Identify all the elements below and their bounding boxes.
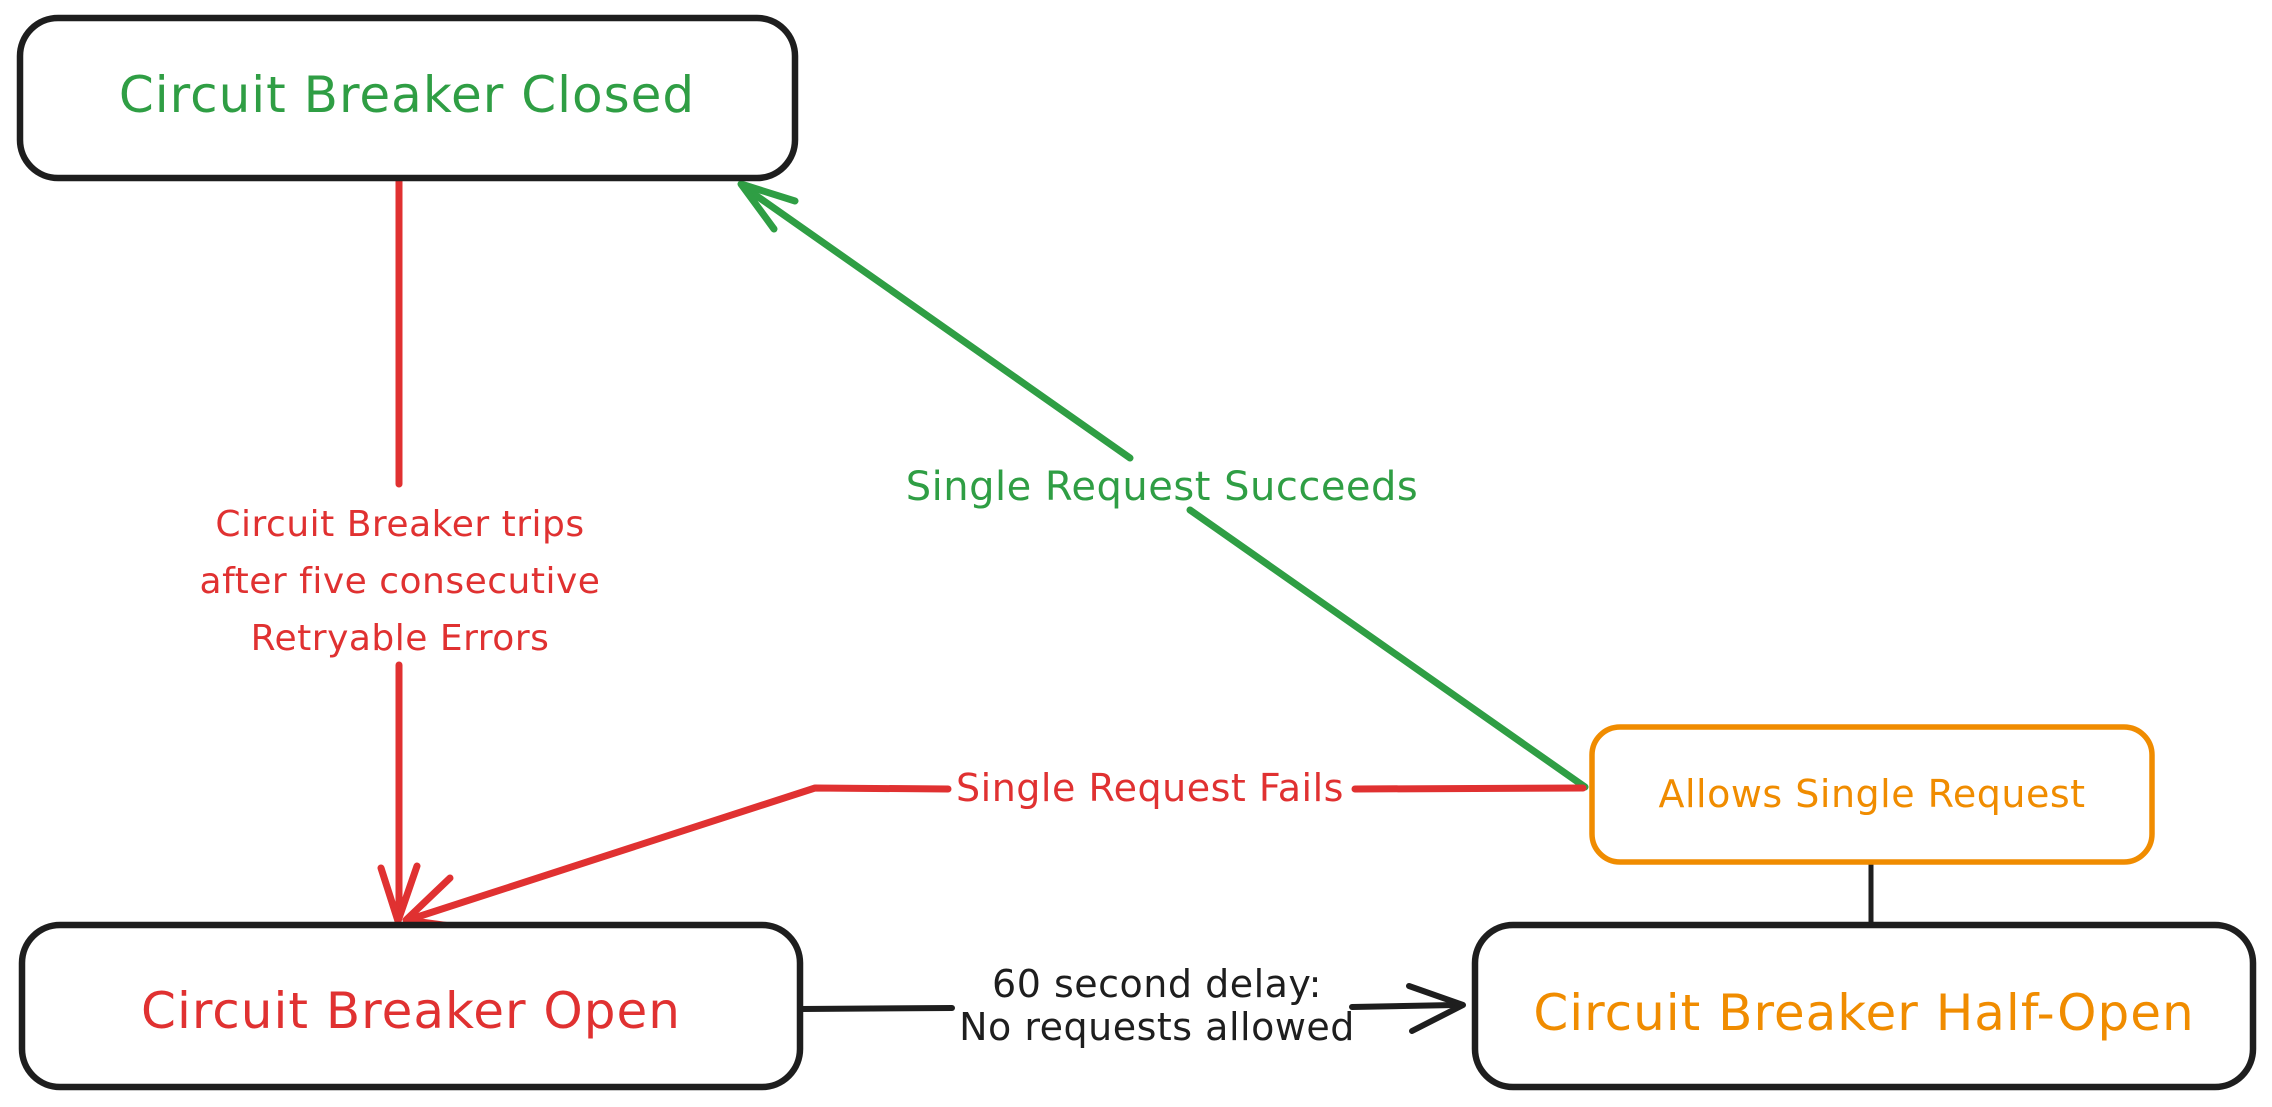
- edge-trips-label-line1: Circuit Breaker trips: [215, 504, 584, 545]
- edge-trips-label-line3: Retryable Errors: [251, 618, 550, 659]
- edge-delay-label-line1: 60 second delay:: [992, 962, 1322, 1006]
- node-circuit-breaker-closed: Circuit Breaker Closed: [16, 14, 799, 182]
- node-allows-single-request: Allows Single Request: [1589, 724, 2155, 865]
- node-circuit-breaker-half-open-label: Circuit Breaker Half-Open: [1533, 984, 2194, 1042]
- node-circuit-breaker-closed-label: Circuit Breaker Closed: [119, 66, 695, 124]
- edge-trips-label-line2: after five consecutive: [200, 561, 601, 602]
- edge-delay: 60 second delay: No requests allowed: [798, 962, 1466, 1049]
- edge-delay-line-left: [798, 1005, 955, 1012]
- node-allows-single-request-box: [1589, 724, 2155, 865]
- edge-trips-arrowhead: [377, 862, 421, 925]
- node-circuit-breaker-half-open: Circuit Breaker Half-Open: [1471, 921, 2257, 1091]
- edge-delay-line-right: [1349, 1002, 1458, 1010]
- edge-trips: Circuit Breaker trips after five consecu…: [200, 177, 601, 925]
- node-circuit-breaker-half-open-box: [1471, 921, 2257, 1091]
- edge-single-request-fails: Single Request Fails: [402, 766, 1587, 932]
- edge-delay-label-line2: No requests allowed: [959, 1005, 1355, 1049]
- edge-fails-line-left: [404, 784, 952, 924]
- node-allows-single-request-label: Allows Single Request: [1658, 772, 2085, 816]
- edge-fails-line-right: [1351, 784, 1587, 793]
- edge-fails-label: Single Request Fails: [956, 766, 1344, 810]
- edge-succeeds-line-lower: [1186, 506, 1589, 791]
- node-circuit-breaker-open-box: [18, 921, 804, 1091]
- edge-delay-arrowhead: [1406, 983, 1466, 1034]
- edge-succeeds-label: Single Request Succeeds: [906, 464, 1419, 510]
- edge-succeeds-arrowhead: [737, 180, 799, 233]
- node-circuit-breaker-closed-box: [16, 14, 799, 182]
- node-circuit-breaker-open-label: Circuit Breaker Open: [141, 982, 681, 1040]
- node-circuit-breaker-open: Circuit Breaker Open: [18, 921, 804, 1091]
- edge-succeeds-line-upper: [740, 183, 1134, 462]
- edge-single-request-succeeds: Single Request Succeeds: [737, 180, 1589, 791]
